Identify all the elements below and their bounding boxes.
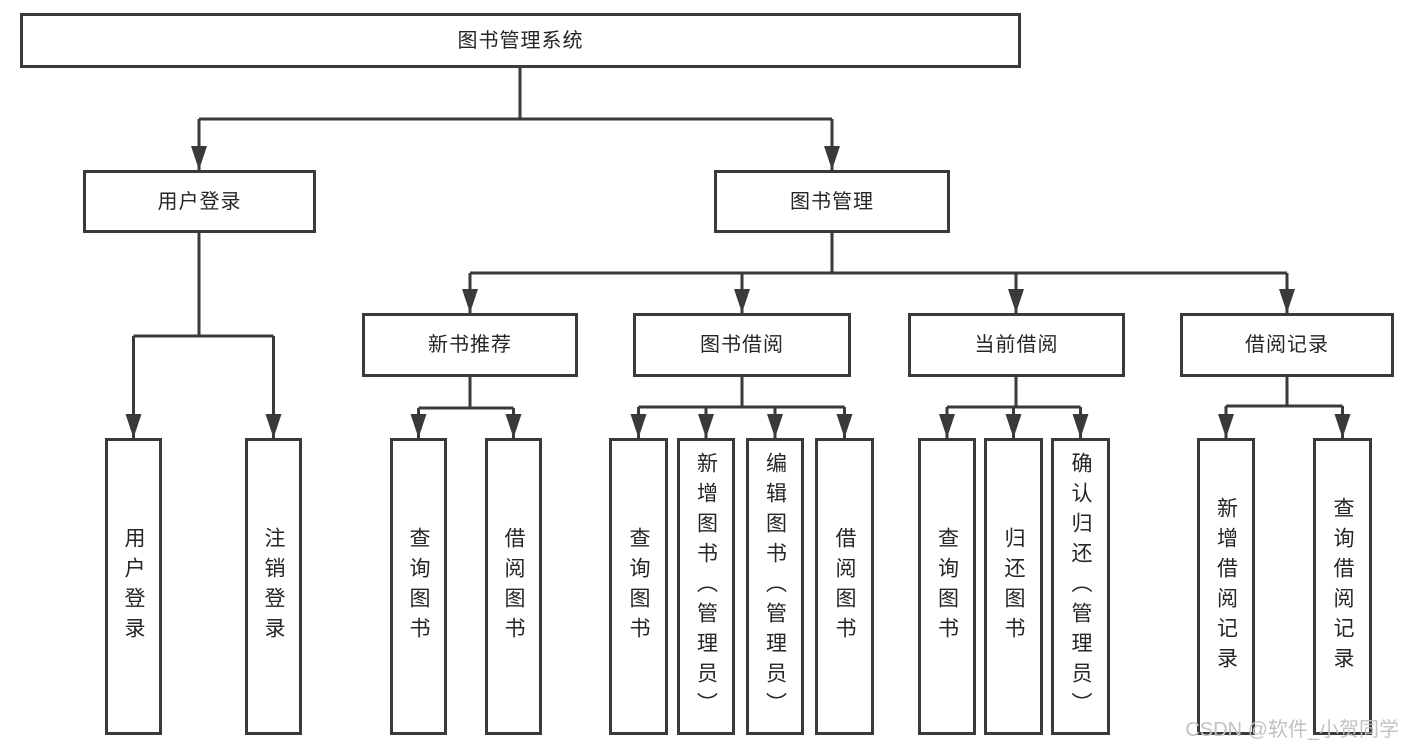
- node-user-login-label: 用户登录: [157, 190, 242, 213]
- leaf-borrow-books-recommend: 借阅图书: [485, 438, 542, 735]
- leaf-borrow-books-borrowing-label: 借阅图书: [833, 526, 856, 647]
- node-user-login: 用户登录: [83, 170, 316, 233]
- leaf-confirm-return-admin: 确认归还（管理员）: [1051, 438, 1110, 735]
- node-current-borrowing: 当前借阅: [908, 313, 1125, 377]
- csdn-watermark: CSDN @软件_小贺同学: [1185, 719, 1399, 741]
- leaf-borrow-books-borrowing: 借阅图书: [815, 438, 874, 735]
- leaf-query-books-recommend-label: 查询图书: [407, 526, 430, 647]
- leaf-edit-books-admin-label: 编辑图书（管理员）: [763, 451, 787, 722]
- leaf-confirm-return-admin-label: 确认归还（管理员）: [1069, 451, 1092, 722]
- leaf-user-login: 用户登录: [105, 438, 162, 735]
- leaf-logout-label: 注销登录: [262, 526, 285, 647]
- leaf-query-books-recommend: 查询图书: [390, 438, 447, 735]
- leaf-logout: 注销登录: [245, 438, 302, 735]
- leaf-add-books-admin: 新增图书（管理员）: [677, 438, 735, 735]
- node-new-book-recommend: 新书推荐: [362, 313, 578, 377]
- node-book-management-label: 图书管理: [790, 190, 874, 213]
- node-borrowing-records: 借阅记录: [1180, 313, 1394, 377]
- node-root-label: 图书管理系统: [457, 29, 584, 52]
- leaf-add-borrow-record-label: 新增借阅记录: [1214, 496, 1238, 677]
- leaf-add-borrow-record: 新增借阅记录: [1197, 438, 1255, 735]
- leaf-query-books-current: 查询图书: [918, 438, 976, 735]
- leaf-return-books: 归还图书: [984, 438, 1043, 735]
- leaf-return-books-label: 归还图书: [1002, 526, 1025, 647]
- leaf-query-borrow-record: 查询借阅记录: [1313, 438, 1372, 735]
- node-book-borrowing-label: 图书借阅: [700, 334, 784, 356]
- leaf-add-books-admin-label: 新增图书（管理员）: [694, 451, 718, 722]
- leaf-query-books-borrowing-label: 查询图书: [627, 526, 650, 647]
- leaf-borrow-books-recommend-label: 借阅图书: [502, 526, 525, 647]
- node-root: 图书管理系统: [20, 13, 1021, 68]
- leaf-query-books-current-label: 查询图书: [935, 526, 959, 647]
- node-new-book-recommend-label: 新书推荐: [428, 334, 512, 356]
- node-borrowing-records-label: 借阅记录: [1245, 334, 1329, 356]
- leaf-edit-books-admin: 编辑图书（管理员）: [746, 438, 804, 735]
- node-book-borrowing: 图书借阅: [633, 313, 851, 377]
- leaf-user-login-label: 用户登录: [122, 526, 145, 647]
- connector-segments: [133, 68, 1343, 410]
- node-book-management: 图书管理: [714, 170, 950, 233]
- leaf-query-borrow-record-label: 查询借阅记录: [1331, 496, 1354, 677]
- node-current-borrowing-label: 当前借阅: [974, 334, 1059, 356]
- leaf-query-books-borrowing: 查询图书: [609, 438, 668, 735]
